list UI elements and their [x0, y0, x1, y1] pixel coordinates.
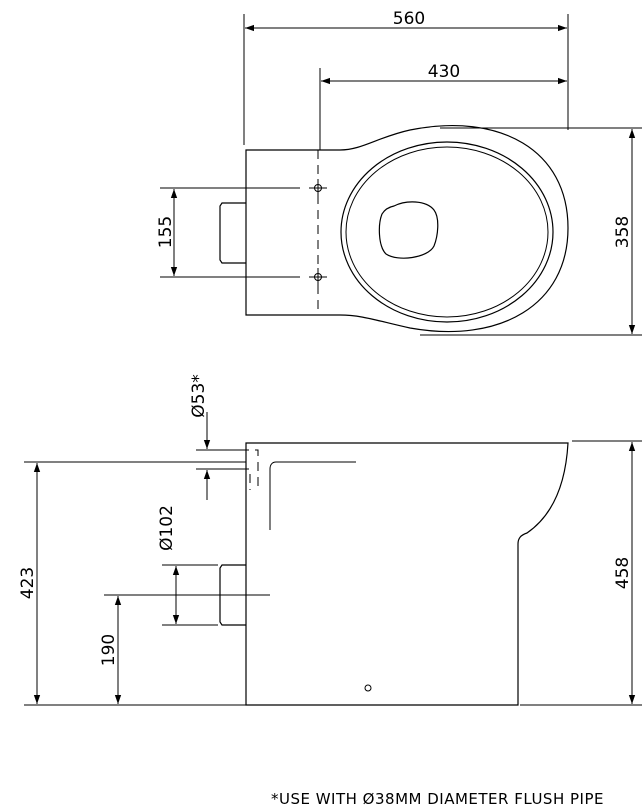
dim-outlet-pipe: Ø102 — [157, 505, 218, 626]
plan-outlet — [378, 201, 439, 259]
side-flush-inlet-dashed — [240, 449, 259, 490]
dim-pan-to-centre: 430 — [319, 62, 567, 150]
plan-outline — [245, 125, 569, 333]
dim-53-label: Ø53* — [189, 374, 209, 418]
dim-430-label: 430 — [428, 62, 460, 82]
dim-155-label: 155 — [156, 216, 176, 248]
side-view: Ø53* Ø102 423 190 458 — [18, 374, 642, 706]
fixing-hole-bottom — [309, 268, 327, 286]
dim-overall-depth: 358 — [420, 127, 642, 336]
dim-outlet-height: 190 — [99, 596, 122, 704]
dim-fixing-centres: 155 — [156, 187, 300, 278]
dim-358-label: 358 — [613, 216, 633, 248]
dim-flush-inlet: Ø53* — [189, 374, 244, 500]
side-fixing-hole — [364, 684, 372, 692]
dim-overall-width: 560 — [243, 9, 569, 145]
side-outline — [245, 442, 569, 706]
dim-423-label: 423 — [18, 567, 38, 599]
side-flush-channel — [269, 461, 356, 530]
dim-102-label: Ø102 — [157, 505, 177, 551]
dim-190-label: 190 — [99, 634, 119, 666]
dim-overall-height: 458 — [520, 440, 642, 706]
dim-seat-height: 423 — [18, 461, 246, 706]
plan-bowl-inner — [345, 146, 549, 318]
dim-458-label: 458 — [613, 557, 633, 589]
side-flush-inlet-dashed-2 — [240, 468, 251, 490]
plan-connector — [219, 202, 246, 264]
fixing-hole-top — [309, 179, 327, 197]
footnote: *USE WITH Ø38MM DIAMETER FLUSH PIPE — [271, 790, 604, 808]
plan-view: 560 430 155 358 — [156, 9, 642, 336]
dim-560-label: 560 — [393, 9, 425, 29]
plan-bowl-rim — [340, 141, 554, 323]
